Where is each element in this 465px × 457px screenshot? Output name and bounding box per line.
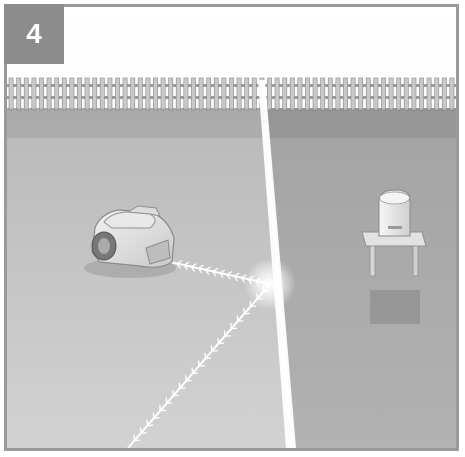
fence-picket: [229, 78, 233, 110]
fence-picket: [381, 78, 385, 110]
fence-picket: [123, 78, 127, 110]
fence-picket: [39, 78, 43, 110]
fence-picket: [77, 78, 81, 110]
fence-picket: [24, 78, 28, 110]
fence-picket: [108, 78, 112, 110]
fence-picket: [336, 78, 340, 110]
fence-picket: [169, 78, 173, 110]
fence-picket: [275, 78, 279, 110]
fence-picket: [450, 78, 454, 110]
fence-picket: [366, 78, 370, 110]
fence-picket: [305, 78, 309, 110]
fence-picket: [252, 78, 256, 110]
fence-picket: [17, 78, 21, 110]
fence-shadow: [7, 108, 456, 138]
fence-picket: [298, 78, 302, 110]
signal-glow: [244, 258, 296, 310]
fence-picket: [9, 78, 13, 110]
fence-picket: [153, 78, 157, 110]
fence-picket: [404, 78, 408, 110]
fence-picket: [93, 78, 97, 110]
fence-picket: [283, 78, 287, 110]
fence-picket: [214, 78, 218, 110]
fence-picket: [419, 78, 423, 110]
fence-picket: [146, 78, 150, 110]
fence-picket: [70, 78, 74, 110]
fence-picket: [237, 78, 241, 110]
fence-picket: [176, 78, 180, 110]
fence-picket: [397, 78, 401, 110]
fence-picket: [184, 78, 188, 110]
fence-picket: [427, 78, 431, 110]
fence-picket: [359, 78, 363, 110]
fence-picket: [191, 78, 195, 110]
fence-picket: [85, 78, 89, 110]
fence-picket: [245, 78, 249, 110]
fence-picket: [343, 78, 347, 110]
fence-picket: [267, 78, 271, 110]
fence-picket: [207, 78, 211, 110]
fence-picket: [290, 78, 294, 110]
fence-picket: [412, 78, 416, 110]
fence-picket: [55, 78, 59, 110]
fence-picket: [131, 78, 135, 110]
fence-picket: [321, 78, 325, 110]
fence-picket: [47, 78, 51, 110]
fence-picket: [313, 78, 317, 110]
fence-picket: [138, 78, 142, 110]
fence-picket: [351, 78, 355, 110]
fence-picket: [32, 78, 36, 110]
fence-picket: [161, 78, 165, 110]
step-number-badge: 4: [4, 4, 64, 64]
fence-picket: [222, 78, 226, 110]
fence-picket: [442, 78, 446, 110]
fence-picket: [389, 78, 393, 110]
fence-picket: [435, 78, 439, 110]
fence-picket: [199, 78, 203, 110]
fence-picket: [374, 78, 378, 110]
fence-picket: [62, 78, 66, 110]
fence-picket: [115, 78, 119, 110]
fence-picket: [328, 78, 332, 110]
fence-picket: [100, 78, 104, 110]
